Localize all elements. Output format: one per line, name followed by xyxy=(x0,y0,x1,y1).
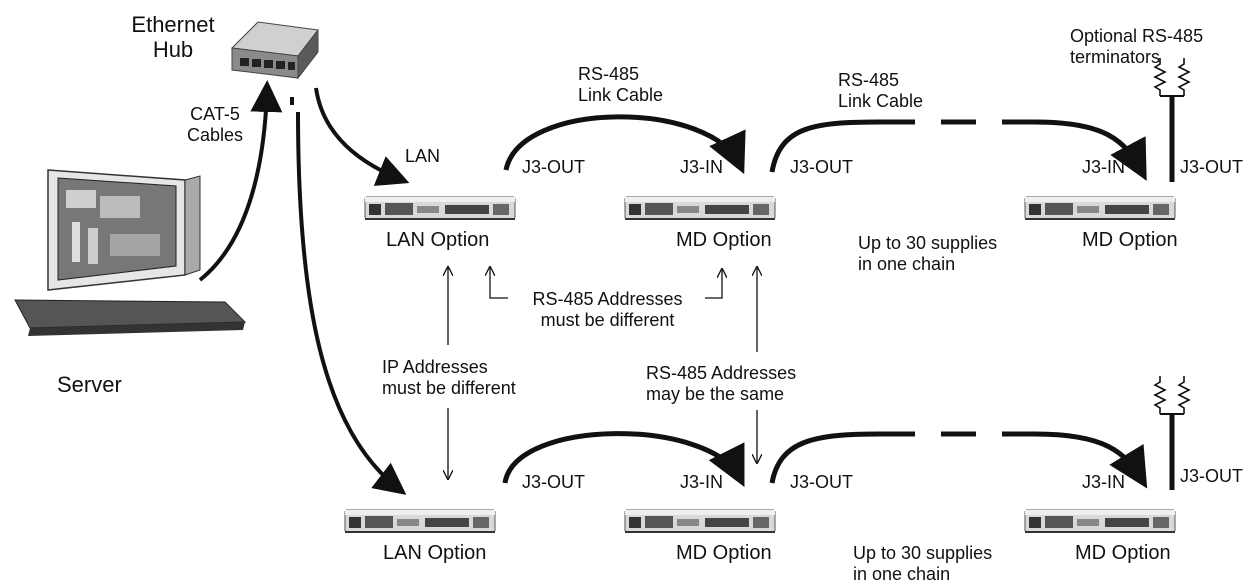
server-label: Server xyxy=(57,372,122,397)
top-link-cables xyxy=(503,95,1184,182)
power-supply-lan-top xyxy=(364,196,516,220)
md-option-label-bottom-last: MD Option xyxy=(1075,542,1171,564)
port-j3-in-5: J3-IN xyxy=(680,472,724,492)
bottom-link-cables xyxy=(502,413,1184,490)
terminators-label: Optional RS-485 terminators xyxy=(1070,26,1204,67)
annotation-arrows xyxy=(448,268,757,478)
rs485-must-differ-note: RS-485 Addresses must be different xyxy=(532,289,683,330)
lan-port-label: LAN xyxy=(405,146,441,166)
power-supply-md-top-last xyxy=(1024,196,1176,220)
md-option-label-bottom: MD Option xyxy=(676,542,772,564)
link-cable-label-2: RS-485 Link Cable xyxy=(838,70,924,111)
cat5-cables-label: CAT-5 Cables xyxy=(186,104,244,145)
port-j3-out-6: J3-OUT xyxy=(1180,466,1243,486)
lan-option-label-top: LAN Option xyxy=(386,229,490,251)
power-supply-lan-bottom xyxy=(344,509,496,533)
port-j3-in-3: J3-IN xyxy=(1082,157,1126,177)
power-supply-md-bottom xyxy=(624,509,776,533)
link-cable-label-1: RS-485 Link Cable xyxy=(578,64,664,105)
cat5-cables xyxy=(198,80,410,495)
bottom-rs485-terminators-icon xyxy=(1154,375,1190,415)
power-supply-md-bottom-last xyxy=(1024,509,1176,533)
ethernet-hub-label: Ethernet Hub xyxy=(131,12,215,63)
ethernet-hub-icon xyxy=(230,21,319,80)
port-j3-out-4: J3-OUT xyxy=(522,472,585,492)
port-j3-in-6: J3-IN xyxy=(1082,472,1126,492)
lan-option-label-bottom: LAN Option xyxy=(383,542,487,564)
port-j3-in-2: J3-IN xyxy=(680,157,724,177)
rs485-may-same-note: RS-485 Addresses may be the same xyxy=(646,363,797,404)
md-option-label-top-last: MD Option xyxy=(1082,229,1178,251)
port-j3-out-3: J3-OUT xyxy=(1180,157,1243,177)
md-option-label-top: MD Option xyxy=(676,229,772,251)
port-j3-out-1: J3-OUT xyxy=(522,157,585,177)
power-supply-md-top xyxy=(624,196,776,220)
port-j3-out-2: J3-OUT xyxy=(790,157,853,177)
server-computer-icon xyxy=(14,169,247,336)
ip-must-differ-note: IP Addresses must be different xyxy=(382,357,516,398)
chain-note-top: Up to 30 supplies in one chain xyxy=(858,233,998,274)
chain-note-bottom: Up to 30 supplies in one chain xyxy=(853,543,993,584)
port-j3-out-5: J3-OUT xyxy=(790,472,853,492)
